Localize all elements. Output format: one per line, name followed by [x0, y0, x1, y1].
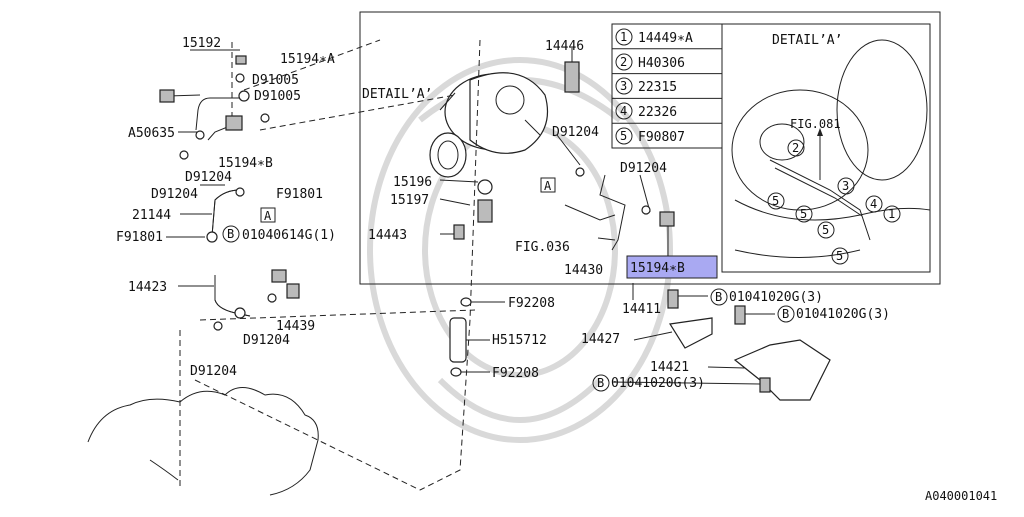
part-label: 14423	[128, 280, 167, 295]
catalog-code: A040001041	[925, 489, 997, 503]
callout-4: 4	[870, 197, 877, 211]
legend-num: 4	[620, 104, 627, 118]
ref-box-a-center: A	[540, 177, 556, 193]
legend-num: 2	[620, 55, 627, 69]
part-label: DETAIL’A’	[362, 87, 432, 102]
legend-num: 5	[620, 129, 627, 143]
part-label: F92208	[508, 296, 555, 311]
engine-outline	[87, 387, 319, 496]
highlighted-part-box	[626, 255, 718, 279]
legend-part: 22315	[638, 80, 677, 95]
part-label: 14427	[581, 332, 620, 347]
part-label: 21144	[132, 208, 171, 223]
callout-1: 1	[888, 207, 895, 221]
part-label: 14430	[564, 263, 603, 278]
center-pipework	[449, 61, 831, 401]
part-label: D91005	[254, 89, 301, 104]
part-label: D91204	[243, 333, 290, 348]
callout-5: 5	[822, 223, 829, 237]
part-label: H515712	[492, 333, 547, 348]
turbocharger-drawing	[429, 72, 549, 178]
part-label: D91005	[252, 73, 299, 88]
fig-ref-081: FIG.081	[790, 117, 841, 131]
part-label: D91204	[620, 161, 667, 176]
part-label: D91204	[185, 170, 232, 185]
svg-text:A: A	[544, 179, 552, 193]
part-label: 15194∗B	[218, 156, 273, 171]
part-label: 14443	[368, 228, 407, 243]
left-pipework	[159, 55, 300, 331]
engine-detail	[149, 459, 179, 481]
callout-3: 3	[842, 179, 849, 193]
part-label: 14421	[650, 360, 689, 375]
part-label: 01041020G(3)	[729, 290, 823, 305]
part-labels: 15192 15194∗A D91005 D91005 A50635 15194…	[116, 36, 997, 503]
legend-part: H40306	[638, 56, 685, 71]
callout-2: 2	[792, 141, 799, 155]
callout-5: 5	[800, 207, 807, 221]
bolt-markers: B B B B	[222, 225, 795, 392]
part-label: D91204	[552, 125, 599, 140]
callout-5: 5	[836, 249, 843, 263]
part-label: F91801	[116, 230, 163, 245]
legend-num: 1	[620, 30, 627, 44]
part-label: 15196	[393, 175, 432, 190]
highlighted-part-label[interactable]: 15194∗B	[630, 261, 685, 276]
part-label: 15194∗A	[280, 52, 335, 67]
part-label: F92208	[492, 366, 539, 381]
svg-text:B: B	[782, 307, 789, 321]
callout-5: 5	[772, 194, 779, 208]
part-label: F91801	[276, 187, 323, 202]
legend-part: 14449∗A	[638, 31, 693, 46]
legend-num: 3	[620, 79, 627, 93]
part-label: 15197	[390, 193, 429, 208]
part-label: 15192	[182, 36, 221, 51]
svg-text:A: A	[264, 209, 272, 223]
part-label: A50635	[128, 126, 175, 141]
detail-a-view: DETAIL’A’ FIG.081 2 3 4 1 5 5 5 5	[731, 33, 931, 265]
part-label: FIG.036	[515, 240, 570, 255]
svg-text:B: B	[715, 290, 722, 304]
part-label: 01040614G(1)	[242, 228, 336, 243]
part-label: D91204	[190, 364, 237, 379]
legend-table: 1 2 3 4 5 14449∗A H40306 22315 22326 F90…	[611, 23, 723, 149]
part-label: 01041020G(3)	[611, 376, 705, 391]
svg-text:B: B	[227, 227, 234, 241]
legend-part: 22326	[638, 105, 677, 120]
leader-lines	[166, 39, 775, 491]
part-label: 14439	[276, 319, 315, 334]
part-label: 01041020G(3)	[796, 307, 890, 322]
part-label: D91204	[151, 187, 198, 202]
part-label: 14411	[622, 302, 661, 317]
detail-title: DETAIL’A’	[772, 33, 842, 48]
part-label: 14446	[545, 39, 584, 54]
legend-part: F90807	[638, 130, 685, 145]
assembly-frame	[359, 11, 941, 285]
svg-text:B: B	[597, 376, 604, 390]
ref-box-a-left: A	[260, 207, 276, 223]
